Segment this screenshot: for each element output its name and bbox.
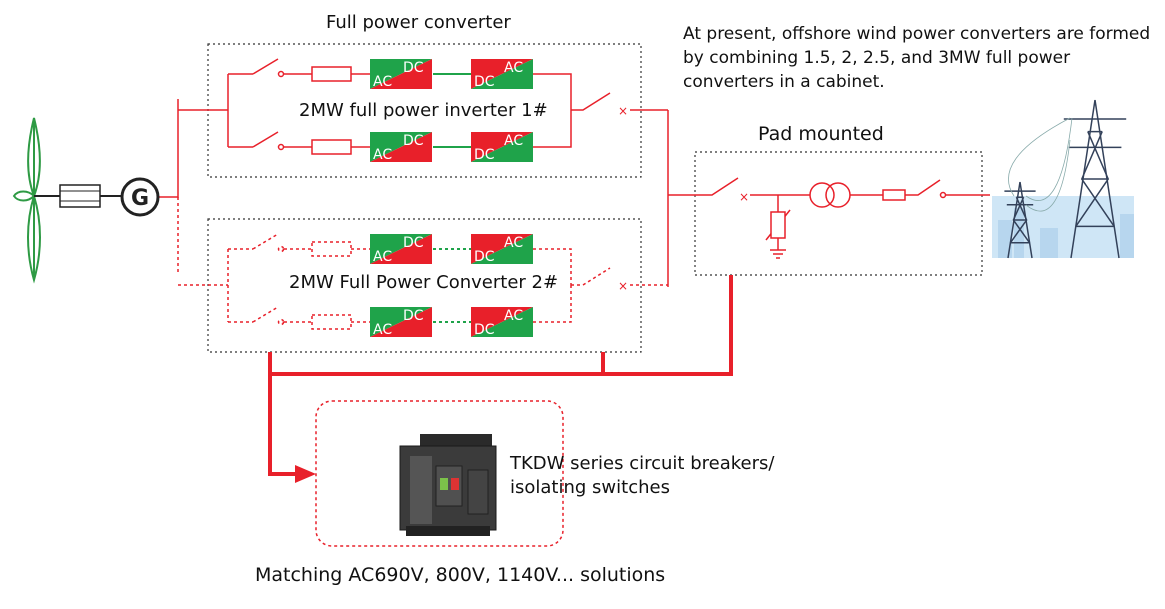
- power-lines: [1008, 117, 1073, 212]
- generator-symbol: G: [131, 186, 149, 211]
- pad-fuse: [882, 189, 906, 201]
- transmission-tower-large-lattice: [1075, 131, 1115, 227]
- pad-mounted-title: Pad mounted: [758, 123, 884, 145]
- conv2-lower-fuse: [311, 314, 352, 330]
- conv1-lower-rectifier-module-bottom-label: AC: [373, 147, 392, 163]
- conv1-upper-rectifier-module-lower-triangle: [370, 59, 432, 89]
- conv2-upper-fuse: [311, 241, 352, 257]
- conv2-lower-inverter-module: AC DC: [471, 307, 533, 338]
- pad-input-breaker-cross: ×: [739, 190, 749, 204]
- transmission-tower-large: [1063, 99, 1127, 259]
- conv1-upper-output-lead: [533, 73, 572, 110]
- conv1-upper-inverter-module-bottom-label: DC: [474, 74, 495, 90]
- breaker-green-button: [440, 478, 448, 490]
- generator-icon: [120, 177, 160, 217]
- breaker-caption: TKDW series circuit breakers/ isolating …: [510, 452, 774, 500]
- breaker-bus-main: [268, 275, 733, 376]
- conv1-upper-fuse: [311, 66, 352, 82]
- city-building-3: [1040, 228, 1058, 258]
- breaker-base: [406, 526, 490, 536]
- conv2-upper-rectifier-module-lower-triangle: [370, 234, 432, 264]
- breaker-bus-drop: [268, 374, 300, 476]
- conv2-upper-switch-blade: [252, 233, 279, 250]
- breaker-red-button: [451, 478, 459, 490]
- conv2-output-switch-blade: [571, 267, 611, 286]
- transformer-secondary-icon: [825, 182, 851, 208]
- breaker-arrow-icon: [295, 465, 316, 483]
- conv1-lower-fuse: [311, 139, 352, 155]
- pad-mounted-box: [694, 151, 983, 276]
- conv2-lower-rectifier-module-top-label: DC: [403, 308, 424, 324]
- conv1-lower-inverter-module-top-label: AC: [504, 133, 523, 149]
- conv1-upper-inverter-module: AC DC: [471, 59, 533, 90]
- conv1-upper-inverter-module-top-label: AC: [504, 60, 523, 76]
- conv2-lower-rectifier-module-lower-triangle: [370, 307, 432, 337]
- converter-1-label: 2MW full power inverter 1#: [299, 100, 548, 121]
- conv1-lower-rectifier-module-lower-triangle: [370, 132, 432, 162]
- city-building-4: [1120, 214, 1134, 258]
- conv2-upper-rectifier-module-top-label: DC: [403, 235, 424, 251]
- turbine-lower-blade: [27, 192, 41, 284]
- transmission-tower-small-braces: [1010, 196, 1030, 244]
- transmission-tower-small-lattice: [1009, 196, 1031, 244]
- conv2-upper-inverter-module-bottom-label: DC: [474, 249, 495, 265]
- conv1-lower-switch-blade: [252, 131, 279, 148]
- transmission-tower-small: [1004, 181, 1036, 259]
- gearbox: [59, 184, 101, 208]
- conv2-upper-inverter-module: AC DC: [471, 234, 533, 265]
- surge-arrester-icon: [770, 211, 786, 239]
- conv2-lower-inverter-module-top-label: AC: [504, 308, 523, 324]
- transmission-tower-large-braces: [1075, 130, 1115, 228]
- city-building-1: [998, 220, 1012, 258]
- conv2-upper-switch-contact: [277, 245, 285, 253]
- conv1-lower-rectifier-module-top-label: DC: [403, 133, 424, 149]
- conv1-upper-rectifier-module-top-label: DC: [403, 60, 424, 76]
- breaker-left-panel: [410, 456, 432, 524]
- conv2-lower-rectifier-module-bottom-label: AC: [373, 322, 392, 338]
- conv2-upper-rectifier-module: DC AC: [370, 234, 432, 265]
- conv2-upper-inverter-module-top-label: AC: [504, 235, 523, 251]
- pad-input-switch-blade: [668, 177, 739, 196]
- conv1-lower-rectifier-module: DC AC: [370, 132, 432, 163]
- conv2-lower-switch-contact: [277, 318, 285, 326]
- conv2-lower-switch-blade: [252, 306, 279, 323]
- conv1-upper-rectifier-module: DC AC: [370, 59, 432, 90]
- conv2-upper-rectifier-module-bottom-label: AC: [373, 249, 392, 265]
- conv1-lower-inverter-module-bottom-label: DC: [474, 147, 495, 163]
- conv1-upper-switch-blade: [252, 58, 279, 75]
- city-building-2: [1014, 208, 1024, 258]
- converter-2-label: 2MW Full Power Converter 2#: [289, 272, 559, 293]
- conv1-lower-inverter-module-lower-triangle: [471, 132, 533, 162]
- conv1-lower-output-lead: [533, 110, 572, 148]
- breaker-caption-line-1: TKDW series circuit breakers/: [510, 453, 775, 474]
- conv1-lower-inverter-module: AC DC: [471, 132, 533, 163]
- conv2-output-breaker-cross: ×: [618, 279, 628, 293]
- breaker-right-handle: [467, 469, 489, 515]
- conv2-upper-output-lead: [533, 248, 572, 285]
- pad-output-contact: [939, 191, 947, 199]
- conv1-upper-inverter-module-lower-triangle: [471, 59, 533, 89]
- solutions-footer: Matching AC690V, 800V, 1140V... solution…: [255, 564, 666, 586]
- transmission-tower-large-crossarms: [1063, 118, 1127, 149]
- breaker-box: [315, 400, 564, 547]
- conv1-upper-switch-contact: [277, 70, 285, 78]
- offshore-note: At present, offshore wind power converte…: [683, 24, 1151, 92]
- conv1-upper-rectifier-module-bottom-label: AC: [373, 74, 392, 90]
- turbine-side-blade: [12, 190, 36, 202]
- conv1-lower-switch-contact: [277, 143, 285, 151]
- conv2-lower-inverter-module-lower-triangle: [471, 307, 533, 337]
- conv1-output-breaker-cross: ×: [618, 104, 628, 118]
- conv2-lower-output-lead: [533, 285, 572, 323]
- conv2-upper-inverter-module-lower-triangle: [471, 234, 533, 264]
- transformer-primary-icon: [809, 182, 835, 208]
- conv2-lower-rectifier-module: DC AC: [370, 307, 432, 338]
- conv1-output-switch-blade: [571, 92, 611, 111]
- pad-output-switch-blade: [905, 179, 941, 196]
- conv2-lower-inverter-module-bottom-label: DC: [474, 322, 495, 338]
- full-power-converter-title: Full power converter: [326, 12, 511, 33]
- generator-to-conv1-feed: [158, 99, 179, 198]
- breaker-caption-line-2: isolating switches: [510, 477, 670, 498]
